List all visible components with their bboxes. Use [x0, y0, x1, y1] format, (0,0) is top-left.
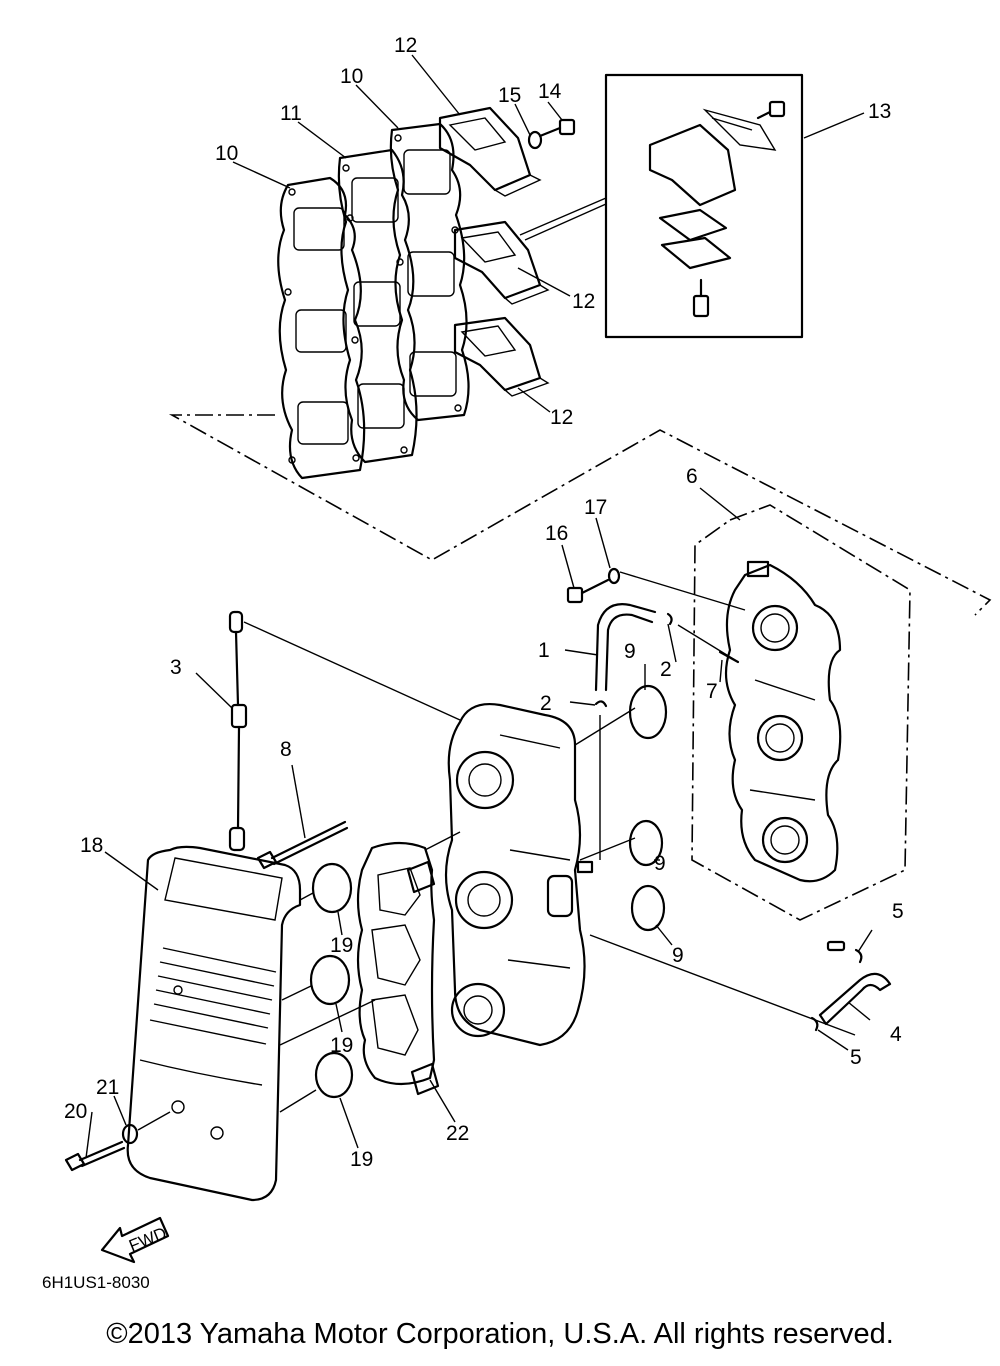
gasket-9-group — [574, 684, 856, 1036]
callout-2-upper: 2 — [660, 658, 672, 681]
leader-3-carb — [243, 621, 461, 721]
callout-7: 7 — [706, 680, 718, 703]
copyright-notice: ©2013 Yamaha Motor Corporation, U.S.A. A… — [106, 1318, 894, 1350]
hose-1 — [594, 603, 657, 692]
callout-19-upper: 19 — [330, 934, 353, 957]
linkage-rod-3 — [228, 610, 248, 852]
callout-14: 14 — [538, 80, 562, 103]
callout-9-lower: 9 — [672, 944, 684, 967]
callout-9-upper: 9 — [624, 640, 636, 663]
clip-2 — [594, 612, 673, 708]
parts-diagram: 1 2 2 3 4 5 5 6 7 8 9 9 9 10 10 11 12 12… — [42, 34, 992, 1292]
gasket-22 — [356, 841, 440, 1096]
callout-12-top: 12 — [394, 34, 417, 57]
reed-group-dashed-outline — [168, 414, 992, 616]
bolt-20 — [64, 1140, 126, 1172]
callout-15: 15 — [498, 84, 521, 107]
callout-12-middle: 12 — [572, 290, 595, 313]
washer-15 — [527, 130, 543, 150]
silencer-cover-18 — [126, 845, 302, 1202]
callout-5-upper: 5 — [892, 900, 904, 923]
bolt-16 — [566, 578, 610, 604]
callout-1: 1 — [538, 639, 550, 662]
screw-14 — [538, 118, 576, 138]
fitting-7 — [718, 650, 740, 664]
leader-22-carb — [424, 831, 461, 851]
reed-valve-upper — [438, 106, 542, 197]
washer-17 — [607, 567, 621, 585]
callout-21: 21 — [96, 1076, 119, 1099]
callout-10-rear: 10 — [340, 65, 363, 88]
leader-21-cover — [137, 1111, 171, 1131]
callout-11: 11 — [280, 102, 302, 125]
callout-13: 13 — [868, 100, 891, 123]
callout-8: 8 — [280, 738, 292, 761]
long-bolt-8 — [256, 820, 349, 870]
callout-3: 3 — [170, 656, 182, 679]
callout-labels: 1 2 2 3 4 5 5 6 7 8 9 9 9 10 10 11 12 12… — [64, 34, 904, 1171]
callout-19-lower: 19 — [350, 1148, 373, 1171]
callout-12-lower: 12 — [550, 406, 573, 429]
washer-21 — [121, 1123, 139, 1145]
hose-4 — [818, 972, 892, 1026]
callout-17: 17 — [584, 496, 607, 519]
carburetor-body — [444, 703, 594, 1047]
drawing-code: 6H1US1-8030 — [42, 1273, 150, 1292]
intake-manifold-6 — [691, 504, 911, 921]
reed-valve-assembly-box — [519, 73, 804, 339]
clip-5 — [810, 940, 863, 1032]
gasket-11 — [337, 148, 418, 464]
callout-20: 20 — [64, 1100, 87, 1123]
fwd-label: FWD — [126, 1224, 169, 1256]
gasket-19-group — [279, 862, 376, 1113]
reed-valve-middle — [453, 220, 550, 305]
gasket-10-front — [277, 176, 366, 480]
callout-19-middle: 19 — [330, 1034, 353, 1057]
callout-5-lower: 5 — [850, 1046, 862, 1069]
fwd-arrow-icon — [100, 1216, 170, 1264]
callout-leaders — [85, 54, 873, 1159]
callout-10-front: 10 — [215, 142, 238, 165]
callout-22: 22 — [446, 1122, 469, 1145]
leader-16-17-manifold — [619, 571, 746, 611]
callout-9-middle: 9 — [654, 852, 666, 875]
reed-valve-lower — [453, 316, 550, 397]
callout-4: 4 — [890, 1023, 902, 1046]
callout-6: 6 — [686, 465, 698, 488]
callout-18: 18 — [80, 834, 103, 857]
callout-16: 16 — [545, 522, 568, 545]
callout-2-lower: 2 — [540, 692, 552, 715]
